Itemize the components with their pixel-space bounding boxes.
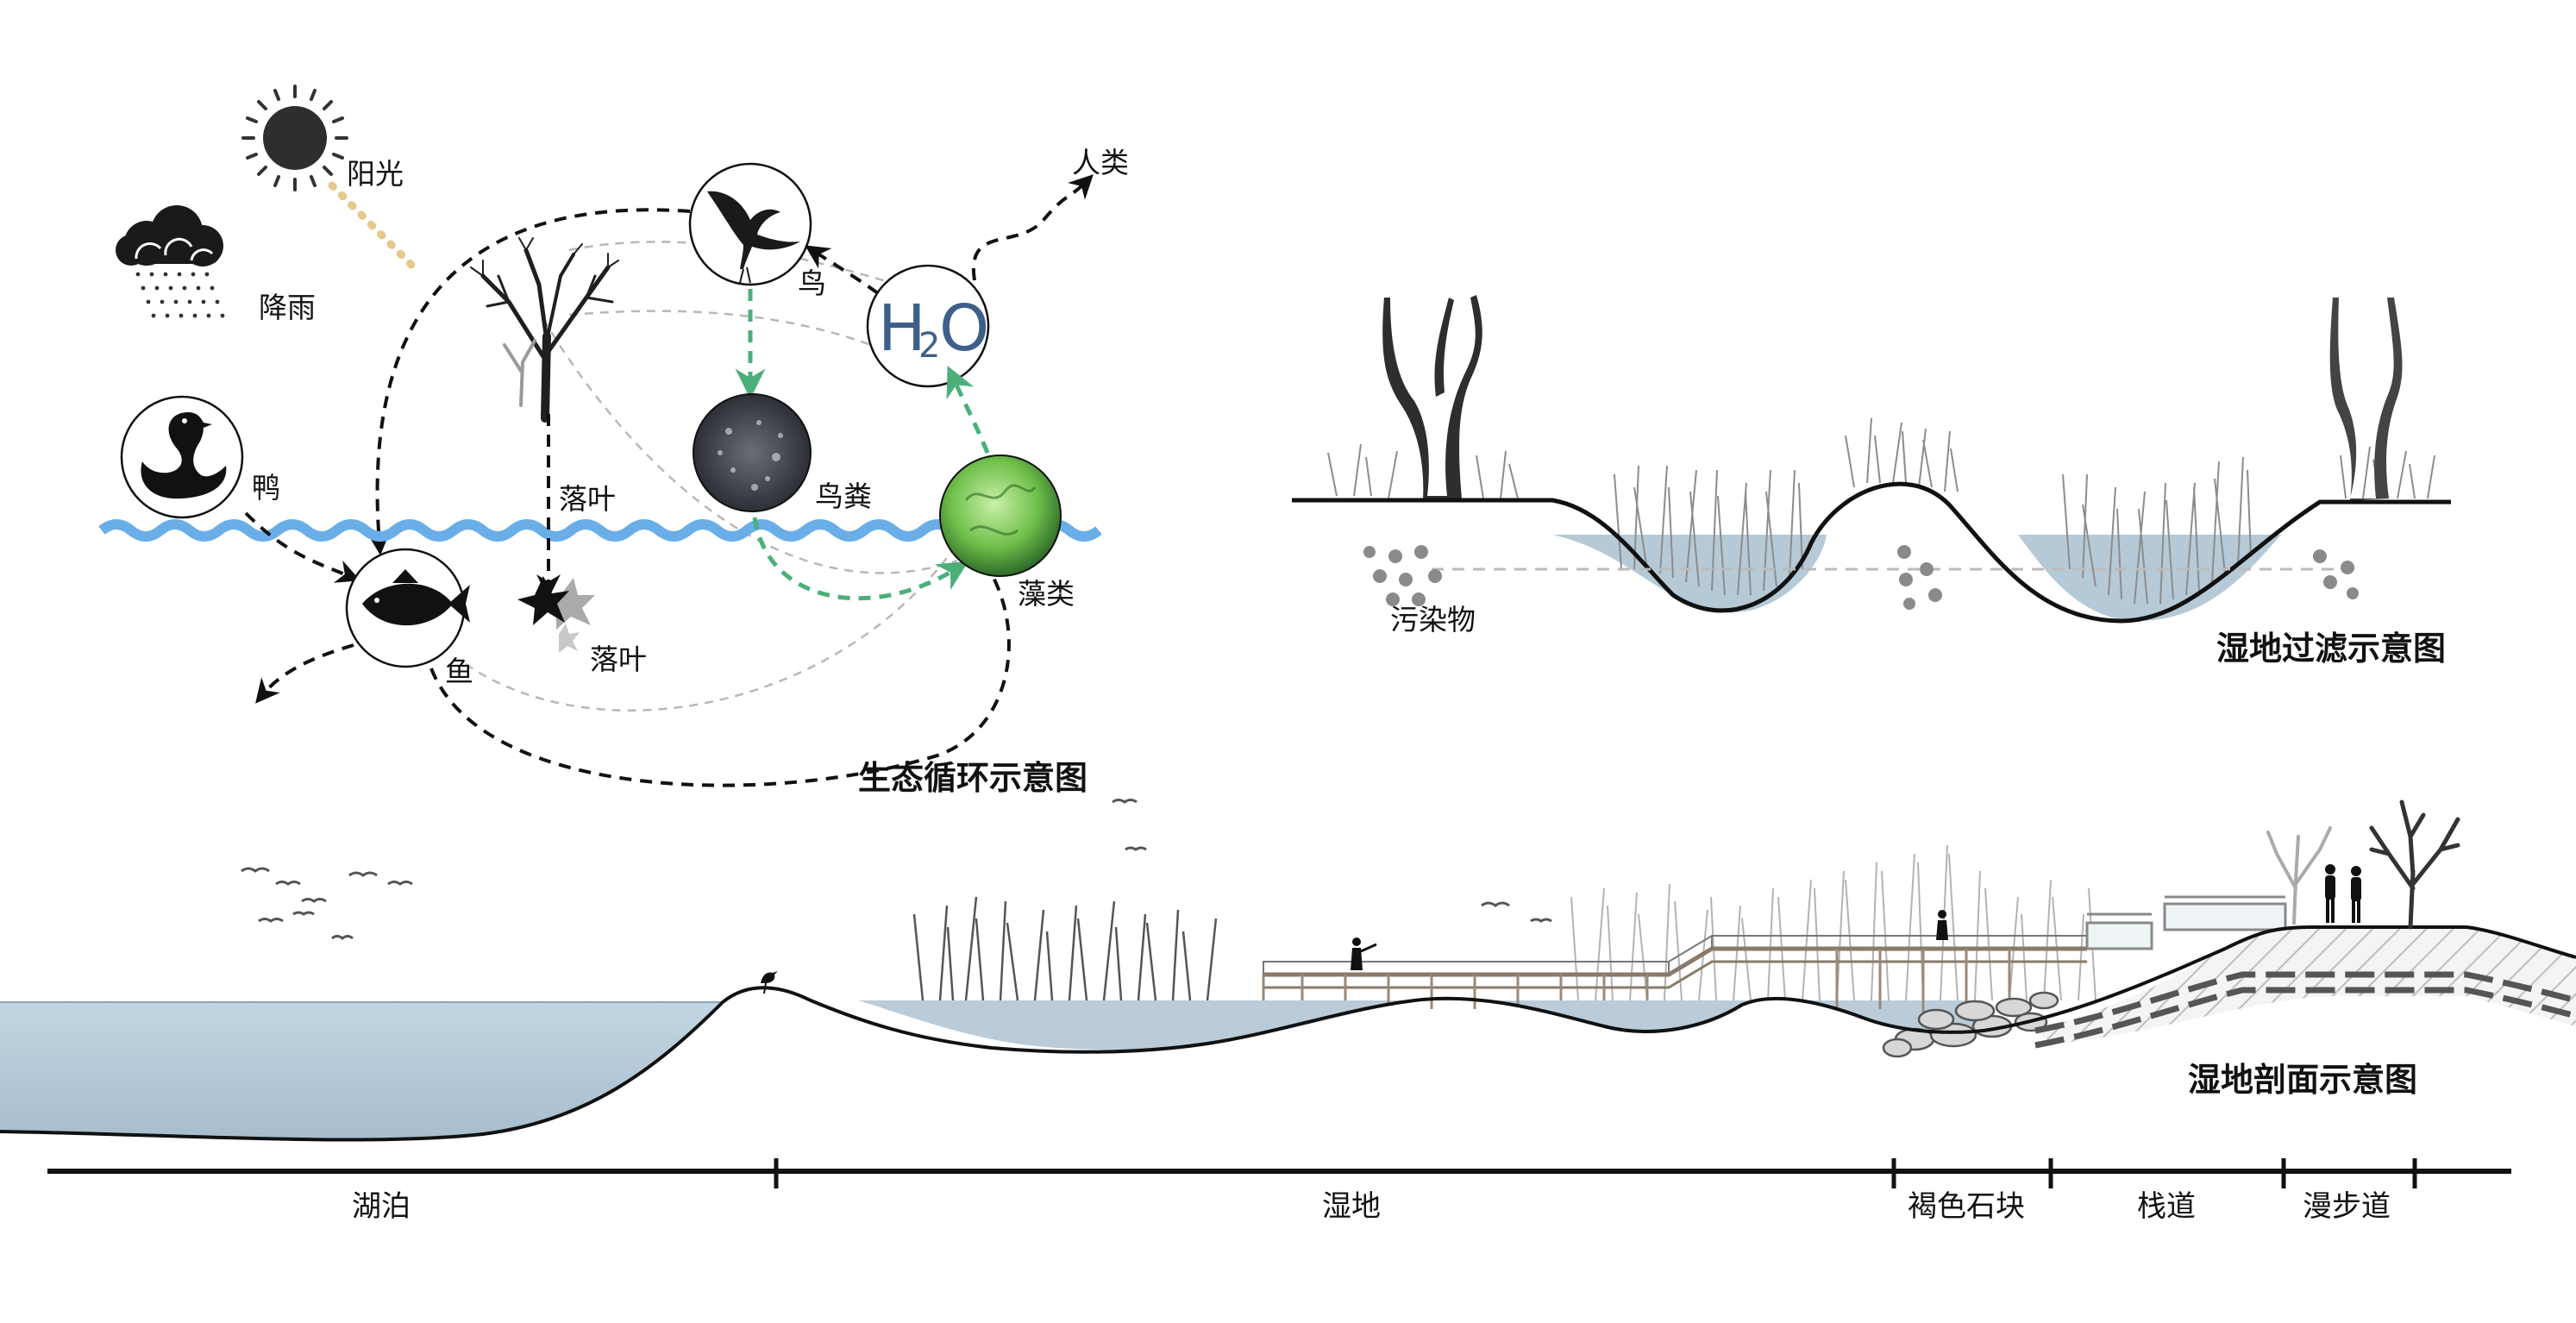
leaf-label-bottom: 落叶 [590,643,647,676]
heron-on-mound [761,971,778,994]
pollutant-dots-right [2313,549,2359,599]
droppings-node [693,393,812,512]
embankment-trees [2266,799,2460,930]
water-to-bird-arrow [805,245,880,295]
wetland-reeds-far [1570,844,2097,1001]
duck-to-fish-arrow [244,511,360,583]
droppings-to-algae-arrow [752,517,968,601]
algae-to-water-arrow [946,366,990,454]
water-node: H 2 O [866,264,990,388]
zone-label-lake: 湖泊 [352,1189,411,1224]
embankment [2035,927,2576,1044]
duck-icon [141,412,227,499]
zone-scale-bar [47,1158,2511,1188]
bird-node [688,162,812,286]
path-layer-lines [2034,971,2576,1049]
sun-label: 阳光 [347,157,404,191]
water-subscript: 2 [918,326,940,366]
boardwalk [1262,935,2087,1018]
duck-node [120,395,244,519]
water-symbol: H [878,292,926,366]
section-title: 湿地剖面示意图 [2188,1060,2417,1099]
fish-icon [362,569,470,626]
eco-cycle-diagram: 阳光 降雨 [98,85,1129,797]
zone-label-wetland: 湿地 [1322,1189,1381,1224]
sun-icon [241,85,417,270]
duck-label: 鸭 [252,471,280,505]
pollutant-label: 污染物 [1390,603,1476,636]
algae-node [939,455,1062,577]
tree-icon [470,237,619,423]
lake-water [0,1002,723,1140]
fish-out-arrow [255,643,354,704]
rain-label: 降雨 [259,291,316,324]
filter-diagram: 污染物 湿地过滤示意图 [1292,295,2451,668]
filter-ground-line [1292,481,2451,624]
fish-node [345,548,470,668]
water-symbol-tail: O [939,292,989,366]
reed-grass [1327,417,2435,605]
pollutant-dots-middle [1897,545,1942,610]
leaf-icon [517,576,595,653]
filter-title: 湿地过滤示意图 [2216,629,2446,668]
flying-birds [241,799,1552,940]
section-ground-line [0,925,2576,1142]
leaf-label-top: 落叶 [559,482,616,516]
human-label: 人类 [1072,146,1129,179]
tree-trunk-left [1382,295,1482,500]
pavilion [2085,895,2287,950]
bird-icon [707,191,800,284]
algae-label: 藻类 [1018,577,1075,611]
rain-cloud-icon [116,205,225,318]
zone-label-brown-rocks: 褐色石块 [1908,1189,2025,1224]
section-diagram: 湿地剖面示意图 湖泊 湿地 褐色石块 栈道 漫步道 [0,799,2576,1224]
wetland-water [858,998,1984,1050]
droppings-label: 鸟粪 [815,480,872,513]
bird-label: 鸟 [798,266,826,300]
cycle-title: 生态循环示意图 [858,758,1087,797]
zone-label-promenade: 漫步道 [2303,1189,2391,1224]
wetland-reeds [912,896,1218,1001]
fish-label: 鱼 [445,655,473,688]
tree-trunk-right [2329,298,2403,500]
cycle-loop-arrows [366,208,1011,787]
zone-label-boardwalk: 栈道 [2137,1189,2196,1224]
water-to-human-arrow [971,174,1094,281]
brown-rocks [1882,991,2059,1058]
pollutant-dots-left [1363,545,1442,606]
people-silhouettes [1351,864,2361,970]
